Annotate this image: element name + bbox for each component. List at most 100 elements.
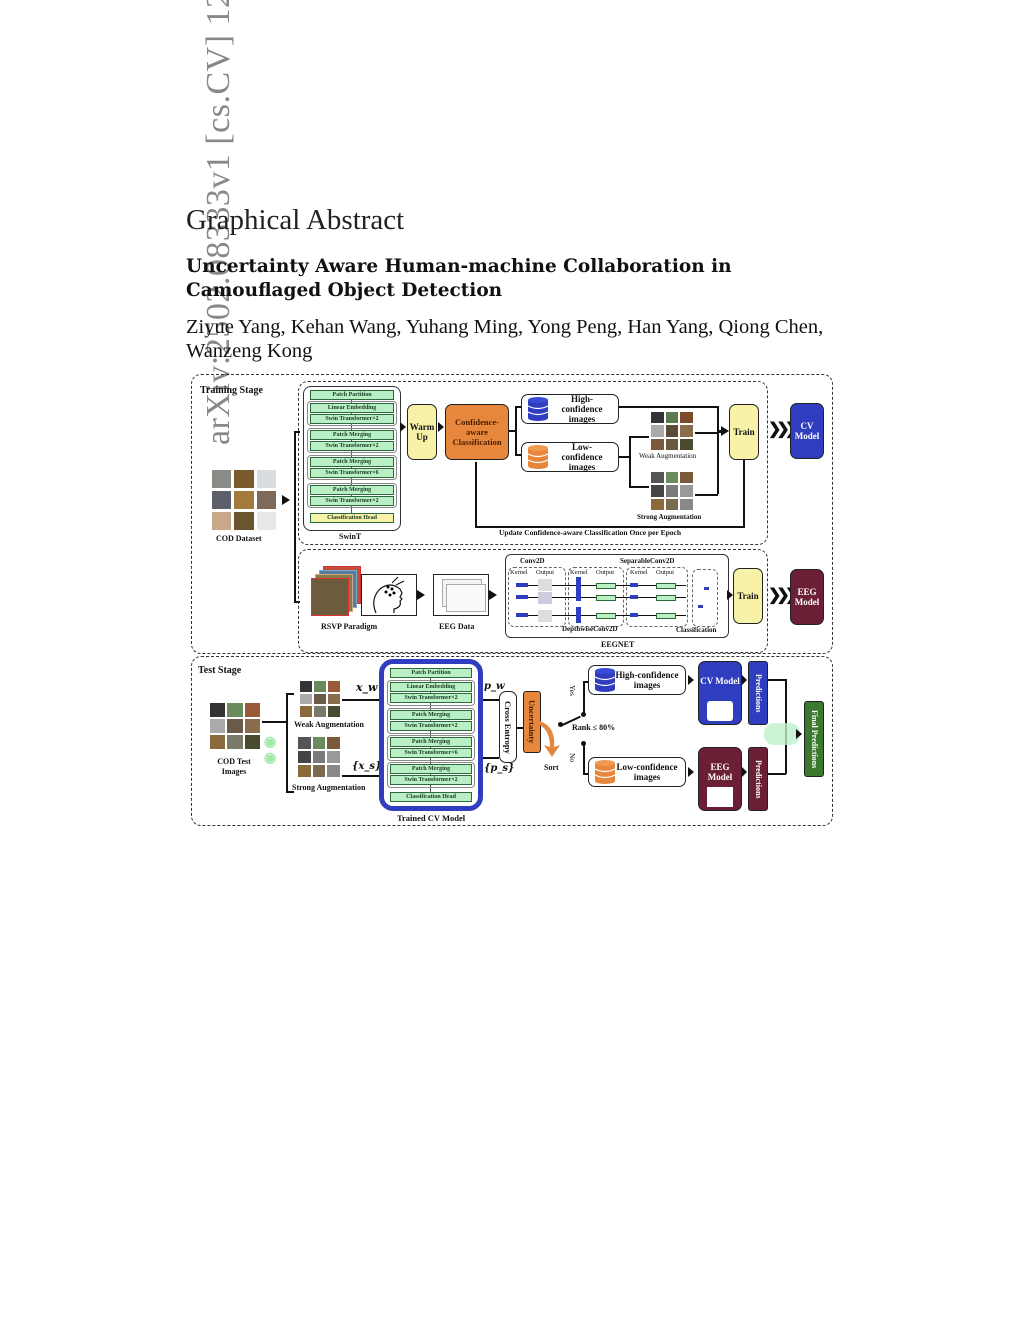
predictions-label: Predictions	[754, 673, 763, 713]
classification-label: Classification	[676, 626, 717, 634]
rsvp-image-stack	[311, 566, 361, 616]
warm-up-block: Warm Up	[407, 404, 437, 460]
depthwise-conv2d-label: DepthwiseConv2D	[562, 625, 618, 633]
swint-layer: Swin Transformer×2	[310, 496, 394, 506]
training-stage-panel: Training Stage COD Dataset Patch Partiti…	[191, 374, 833, 654]
swint-layer: Swin Transformer×2	[310, 441, 394, 451]
test-stage-label: Test Stage	[198, 665, 242, 676]
model-layer: Linear Embedding	[390, 682, 472, 692]
strong-augmentation-label: Strong Augmentation	[637, 513, 702, 521]
eeg-train-block: Train	[733, 568, 763, 624]
cv-model-label: CV Model	[794, 421, 820, 441]
rsvp-paradigm-label: RSVP Paradigm	[321, 622, 378, 631]
sort-arrow-icon	[540, 721, 560, 757]
computer-icon	[707, 701, 733, 721]
eeg-head-icon	[361, 574, 417, 616]
uncertainty-label: Uncertainty	[527, 700, 537, 744]
eeg-data-label: EEG Data	[439, 622, 475, 631]
train-block: Train	[729, 404, 759, 460]
swint-layer: Patch Partition	[310, 390, 394, 400]
database-icon	[594, 668, 616, 692]
paper-title: Uncertainty Aware Human-machine Collabor…	[186, 256, 732, 301]
model-layer: Patch Merging	[390, 710, 472, 720]
classification-group	[692, 569, 718, 627]
eeg-model-block: EEG Model	[790, 569, 824, 625]
graphical-abstract-figure: Training Stage COD Dataset Patch Partiti…	[191, 374, 833, 826]
eeg-predictions-block: Predictions	[748, 747, 768, 811]
model-layer: Swin Transformer×2	[390, 693, 472, 703]
strong-augmentation-thumbnails	[298, 737, 340, 777]
yes-label: Yes	[568, 685, 577, 696]
conv2d-label: Conv2D	[520, 557, 545, 565]
eeg-model-test-block: EEG Model	[698, 747, 742, 811]
rank-threshold-label: Rank ≤ 80%	[572, 723, 616, 732]
cv-model-label: CV Model	[700, 676, 740, 686]
output-label: Output	[536, 569, 555, 576]
ps-symbol: {p_s}	[484, 763, 515, 774]
swint-layer: Classification Head	[310, 513, 394, 523]
cod-test-thumbnails	[210, 703, 260, 749]
final-predictions-label: Final Predictions	[810, 709, 819, 769]
pw-symbol: p_w	[484, 681, 505, 692]
separable-conv2d-label: SeparableConv2D	[620, 557, 675, 565]
trained-cv-model-label: Trained CV Model	[397, 813, 466, 823]
database-icon	[527, 445, 549, 469]
eeg-data-icon	[433, 574, 489, 616]
train-label: Train	[733, 427, 755, 437]
eegnet-caption: EEGNET	[601, 640, 635, 649]
arrow-icon	[282, 495, 290, 505]
cv-predictions-block: Predictions	[748, 661, 768, 725]
eeg-model-label: EEG Model	[707, 762, 733, 782]
high-confidence-label: High-confidence images	[615, 670, 679, 690]
author-list: Ziyue Yang, Kehan Wang, Yuhang Ming, Yon…	[186, 316, 824, 362]
sort-label: Sort	[544, 763, 559, 772]
database-icon	[527, 397, 549, 421]
swint-layer: Swin Transformer×2	[310, 414, 394, 424]
eegnet-block: Conv2D SeparableConv2D Kernel Output Ker…	[505, 554, 729, 638]
model-layer: Patch Partition	[390, 668, 472, 678]
graphical-abstract-heading: Graphical Abstract	[186, 204, 405, 236]
weak-augmentation-thumbnails	[651, 412, 693, 450]
confidence-aware-classification-block: Confidence-aware Classification	[445, 404, 509, 460]
cross-entropy-label: Cross Entropy	[503, 700, 513, 754]
final-predictions-block: Final Predictions	[804, 701, 824, 777]
eeg-model-label: EEG Model	[794, 587, 820, 607]
swint-layer: Linear Embedding	[310, 403, 394, 413]
cross-entropy-block: Cross Entropy	[499, 691, 517, 763]
eeg-branch-panel: RSVP Paradigm EEG Data Conv2D SeparableC…	[298, 549, 768, 653]
weak-augmentation-label: Weak Augmentation	[639, 452, 697, 460]
output-label: Output	[656, 569, 675, 576]
kernel-label: Kernel	[630, 569, 648, 576]
model-layer: Swin Transformer×2	[390, 721, 472, 731]
warm-up-label: Warm Up	[409, 422, 435, 442]
eye-icon: ◉◉	[264, 735, 277, 766]
swint-caption: SwinT	[339, 532, 362, 541]
confidence-aware-classification-label: Confidence-aware Classification	[452, 417, 502, 447]
swint-layer: Patch Merging	[310, 457, 394, 467]
brain-icon	[707, 787, 733, 807]
swint-block: Patch Partition Linear Embedding Swin Tr…	[303, 386, 401, 531]
weak-augmentation-thumbnails	[300, 681, 340, 717]
test-stage-panel: Test Stage COD Test Images ◉◉ Weak Augme…	[191, 656, 833, 826]
swint-layer: Swin Transformer×6	[310, 468, 394, 478]
no-label: No	[568, 753, 577, 763]
model-layer: Swin Transformer×6	[390, 748, 472, 758]
train-label: Train	[737, 591, 759, 601]
weak-augmentation-label: Weak Augmentation	[294, 720, 365, 729]
trained-cv-model-block: Patch Partition Linear Embedding Swin Tr…	[379, 659, 483, 811]
model-layer: Patch Merging	[390, 737, 472, 747]
predictions-label: Predictions	[754, 759, 763, 799]
strong-augmentation-thumbnails	[651, 472, 693, 510]
cv-model-test-block: CV Model	[698, 661, 742, 725]
update-loop-label: Update Confidence-aware Classification O…	[499, 528, 682, 537]
cod-dataset-label: COD Dataset	[216, 534, 262, 543]
swint-layer: Patch Merging	[310, 430, 394, 440]
model-layer: Patch Merging	[390, 764, 472, 774]
training-stage-label: Training Stage	[200, 385, 263, 396]
swint-layer: Patch Merging	[310, 485, 394, 495]
connector	[294, 431, 296, 601]
low-confidence-label: Low-confidence images	[561, 442, 603, 472]
cv-model-block: CV Model	[790, 403, 824, 459]
cv-branch-panel: Patch Partition Linear Embedding Swin Tr…	[298, 381, 768, 545]
xw-symbol: x_w	[356, 681, 378, 694]
